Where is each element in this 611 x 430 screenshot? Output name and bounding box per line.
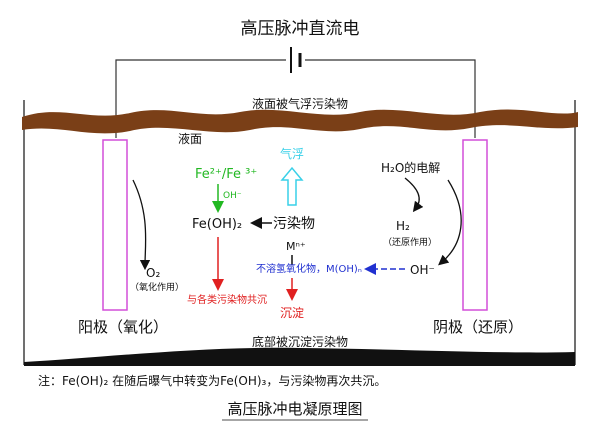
metal-ion-label: Mⁿ⁺	[286, 240, 306, 253]
fe-oh2-label: Fe(OH)₂	[192, 217, 242, 232]
anode-label: 阳极（氧化）	[78, 318, 168, 336]
power-supply-title: 高压脉冲直流电	[241, 19, 360, 39]
fe-ions-label: Fe²⁺/Fe ³⁺	[195, 167, 257, 182]
gas-float-arrow	[280, 166, 304, 206]
h2o-to-h2-curve	[404, 177, 424, 213]
bottom-sediment-label: 底部被沉淀污染物	[252, 334, 348, 349]
floating-pollutant-layer	[22, 109, 578, 134]
gas-float-label: 气浮	[280, 146, 304, 161]
cathode-label: 阴极（还原）	[433, 318, 523, 336]
precipitate-label: 沉淀	[280, 306, 304, 320]
h2-note-label: （还原作用）	[383, 236, 437, 248]
o2-note-label: （氧化作用）	[130, 281, 184, 293]
oh-label: OH⁻	[410, 263, 435, 277]
h2o-electrolysis-label: H₂O的电解	[381, 160, 440, 175]
anode-electrode	[102, 139, 128, 311]
cathode-electrode	[462, 139, 488, 311]
anode-to-o2-curve	[132, 179, 151, 271]
circuit-wires	[115, 59, 476, 138]
insoluble-hydroxide-label: 不溶氢氧化物，M(OH)ₙ	[256, 262, 362, 275]
coprecipitate-label: 与各类污染物共沉	[187, 293, 267, 306]
h2-label: H₂	[396, 219, 410, 233]
bottom-sediment-layer	[24, 347, 575, 366]
figure-caption: 高压脉冲电凝原理图	[227, 400, 362, 418]
oh-small-label: OH⁻	[223, 191, 242, 201]
o2-label: O₂	[146, 266, 160, 280]
liquid-surface-label: 液面	[178, 131, 202, 146]
footnote: 注：Fe(OH)₂ 在随后曝气中转变为Fe(OH)₃，与污染物再次共沉。	[38, 373, 386, 388]
cathode-to-oh-curve	[438, 179, 462, 266]
battery-symbol	[290, 47, 302, 73]
floating-pollutant-label: 液面被气浮污染物	[252, 96, 348, 111]
pollutant-label: 污染物	[273, 216, 315, 232]
